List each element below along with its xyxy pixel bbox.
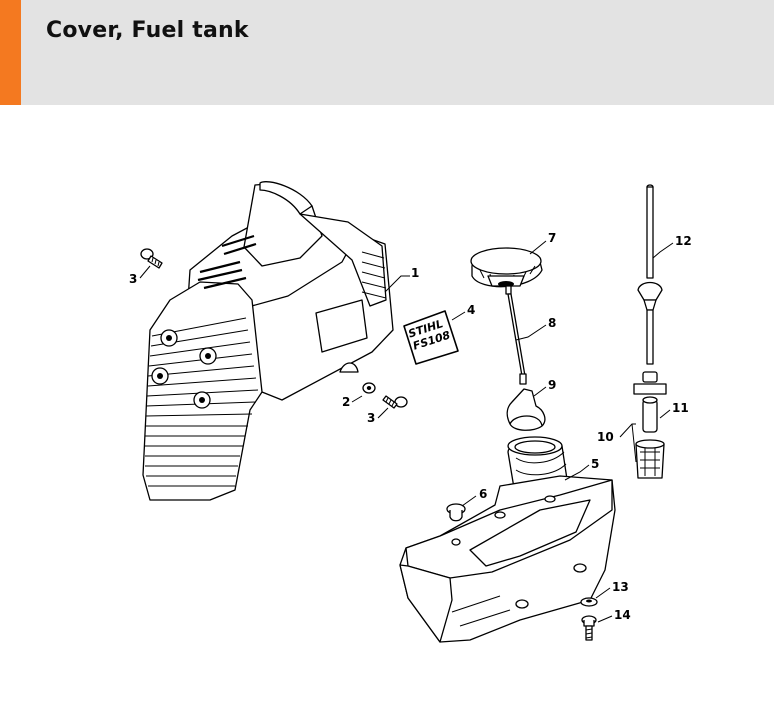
exploded-parts-diagram: STIHL FS108 [129, 181, 692, 643]
part-cover[interactable] [142, 181, 394, 501]
callout-12: 12 [675, 234, 692, 248]
part-washer[interactable] [362, 382, 376, 394]
callout-6: 6 [479, 487, 487, 501]
part-grommet[interactable] [446, 503, 466, 522]
part-tank-screw[interactable] [581, 615, 597, 641]
part-tank-washer[interactable] [580, 597, 598, 607]
callout-4: 4 [467, 303, 475, 317]
leader-lines [139, 240, 674, 623]
callout-11: 11 [672, 401, 689, 415]
part-pickup-body[interactable] [633, 371, 667, 479]
part-tank-cap[interactable] [470, 247, 543, 288]
page-header: Cover, Fuel tank [0, 0, 774, 105]
callout-2: 2 [342, 395, 350, 409]
header-accent-bar [0, 0, 21, 105]
part-fuel-hose[interactable] [637, 184, 663, 365]
callout-3-lower: 3 [367, 411, 375, 425]
part-screw-lower[interactable] [382, 395, 408, 409]
callout-3-upper: 3 [129, 272, 137, 286]
part-filter-element[interactable] [642, 396, 658, 433]
callout-1: 1 [411, 266, 419, 280]
part-decal[interactable]: STIHL FS108 [403, 310, 459, 365]
part-cap-seal[interactable] [506, 388, 546, 431]
part-screw-upper[interactable] [140, 248, 163, 269]
callout-labels: 1 2 3 3 4 5 6 7 8 9 10 11 12 13 14 [129, 231, 692, 622]
callout-5: 5 [591, 457, 599, 471]
callout-9: 9 [548, 378, 556, 392]
callout-14: 14 [614, 608, 631, 622]
callout-10: 10 [597, 430, 614, 444]
callout-8: 8 [548, 316, 556, 330]
part-retainer[interactable] [505, 285, 527, 385]
page-title: Cover, Fuel tank [46, 18, 249, 43]
part-fuel-tank[interactable] [399, 436, 616, 643]
callout-13: 13 [612, 580, 629, 594]
callout-7: 7 [548, 231, 556, 245]
